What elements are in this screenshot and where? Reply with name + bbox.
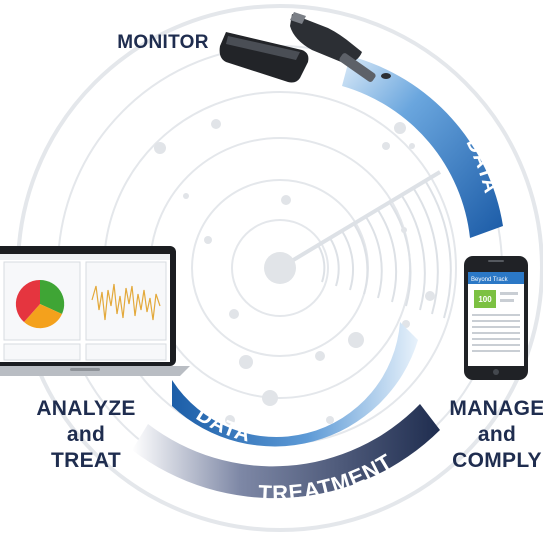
data-arc-right <box>342 56 503 238</box>
radar-center <box>264 252 296 284</box>
analyze-label-line-3: TREAT <box>51 449 121 472</box>
monitor-label: MONITOR <box>108 30 218 56</box>
analyze-label-line-2: and <box>66 423 106 446</box>
monitor-device <box>219 12 391 83</box>
smartphone: Beyond Track 100 <box>464 256 528 380</box>
manage-and-comply-label: MANAGE and COMPLY <box>445 396 543 474</box>
analyze-and-treat-label: ANALYZE and TREAT <box>34 396 138 474</box>
monitor-label-text: MONITOR <box>117 32 209 53</box>
svg-text:100: 100 <box>478 295 492 304</box>
analyze-label-line-1: ANALYZE <box>36 397 136 420</box>
data-arc-bottom-label: DATA <box>192 403 253 447</box>
treatment-arc <box>132 404 440 499</box>
svg-text:Beyond Track: Beyond Track <box>471 277 509 283</box>
radar-sweep <box>278 170 452 319</box>
manage-label-line-1: MANAGE <box>449 397 543 420</box>
line-chart-series <box>91 283 161 321</box>
manage-label-line-2: and <box>477 423 517 446</box>
data-arc-bottom <box>172 322 418 447</box>
pie-chart <box>15 279 65 329</box>
radar-dots <box>148 119 435 425</box>
manage-label-line-3: COMPLY <box>452 449 542 472</box>
